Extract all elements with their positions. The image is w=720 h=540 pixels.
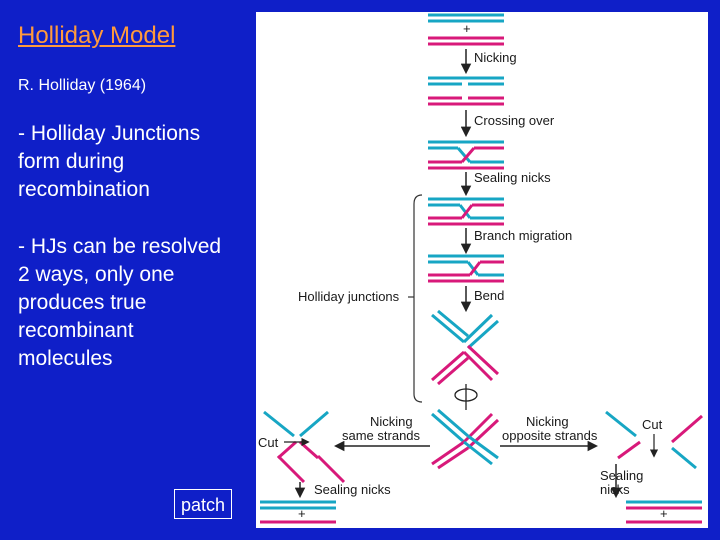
- slide-title: Holliday Model: [18, 22, 176, 49]
- plus-sign: +: [660, 506, 668, 521]
- step-label-branch-migration: Branch migration: [474, 228, 572, 243]
- holliday-junction-center: [431, 408, 500, 470]
- bullet-resolution: - HJs can be resolved 2 ways, only one p…: [18, 235, 222, 370]
- step-label-nicking: Nicking: [474, 50, 517, 65]
- right-branch-x: [605, 410, 703, 470]
- left-sealing-label: Sealing nicks: [314, 482, 391, 497]
- holliday-diagram-panel: + Nicking Crossing over: [256, 12, 708, 528]
- step-label-crossing-over: Crossing over: [474, 113, 555, 128]
- step-label-bend: Bend: [474, 288, 504, 303]
- holliday-junction-sealed: [428, 197, 504, 226]
- holliday-junctions-label: Holliday junctions: [298, 289, 400, 304]
- author-citation: R. Holliday (1964): [18, 77, 147, 94]
- duplex-pair-crossed: [428, 140, 504, 170]
- right-sealing-label-line1: Sealing: [600, 468, 643, 483]
- left-path-label-line1: Nicking: [370, 414, 413, 429]
- right-sealing-label-line2: nicks: [600, 482, 630, 497]
- rotation-icon: [454, 384, 478, 410]
- left-path-label-line2: same strands: [342, 428, 421, 443]
- step-label-sealing-nicks: Sealing nicks: [474, 170, 551, 185]
- left-cut-label: Cut: [258, 435, 279, 450]
- right-path-label-line2: opposite strands: [502, 428, 598, 443]
- plus-sign: +: [298, 506, 306, 521]
- holliday-junction-migrated: [428, 254, 504, 283]
- left-product-duplexes: +: [260, 500, 336, 524]
- right-product-duplexes: +: [626, 500, 702, 524]
- holliday-junction-bent: [431, 309, 500, 386]
- duplex-pair-intact: +: [428, 13, 504, 46]
- patch-label-box: patch: [174, 489, 232, 519]
- junction-bracket: [413, 194, 423, 403]
- right-path-label-line1: Nicking: [526, 414, 569, 429]
- holliday-model-diagram: + Nicking Crossing over: [258, 13, 703, 524]
- right-cut-label: Cut: [642, 417, 663, 432]
- plus-sign: +: [463, 21, 471, 36]
- bullet-junctions-form: - Holliday Junctions form during recombi…: [18, 122, 201, 201]
- left-branch-x: [263, 410, 329, 460]
- left-split-strands: [276, 454, 346, 484]
- duplex-pair-nicked: [428, 76, 504, 106]
